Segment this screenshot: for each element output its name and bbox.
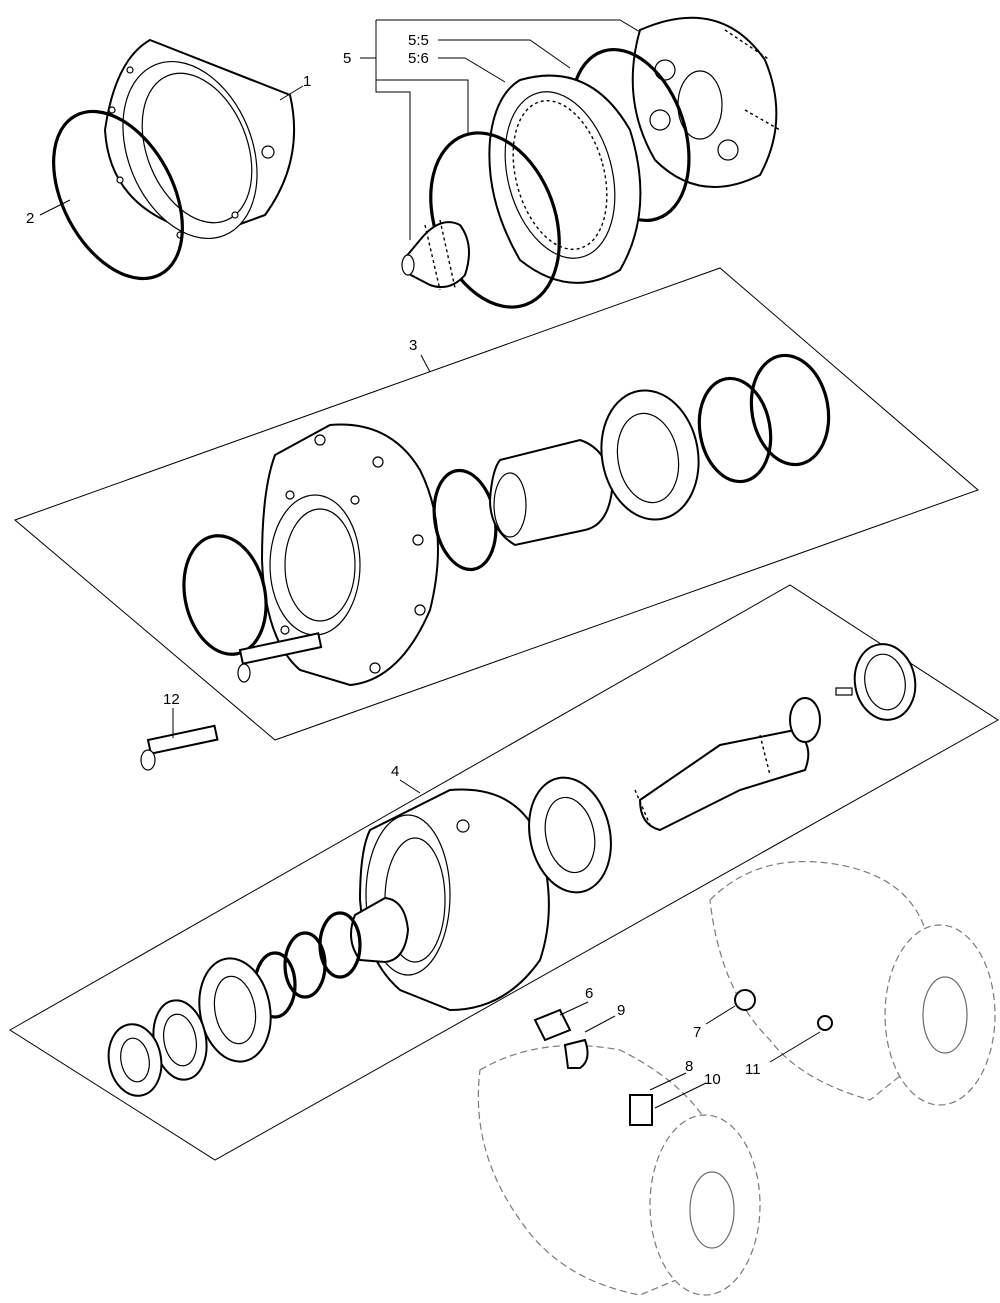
callout-10: 10: [704, 1071, 721, 1088]
callout-5-5: 5:5: [408, 32, 429, 49]
part-4-bearing-small: [198, 957, 272, 1063]
callout-3: 3: [409, 337, 417, 354]
callout-4: 4: [391, 763, 399, 780]
part-4-seal-cup: [350, 896, 410, 964]
part-9-elbow: [563, 1038, 589, 1069]
leader-lines: [39, 19, 821, 1109]
part-3-sleeve: [488, 438, 614, 547]
ghost-motor-assembly-lower: [477, 1044, 761, 1296]
callout-6: 6: [585, 985, 593, 1002]
part-4-bearing-large: [528, 776, 612, 894]
part-1-housing: [103, 38, 296, 240]
part-12-bolt: [140, 724, 219, 771]
part-4-rings-small: [253, 911, 362, 1019]
callout-9: 9: [617, 1002, 625, 1019]
part-4-shaft: [634, 728, 810, 832]
part-5-pinion-gear: [401, 219, 470, 291]
part-3-flange-housing: [260, 423, 439, 687]
part-4-seal: [152, 999, 208, 1081]
part-10-plug: [629, 1094, 653, 1126]
part-4-thrust-washer: [789, 697, 821, 743]
part-3-o-ring: [182, 534, 268, 656]
callout-5: 5: [343, 50, 351, 67]
callout-2: 2: [26, 210, 34, 227]
group-4-boundary: [9, 584, 999, 1161]
ghost-motor-assembly-right: [709, 860, 996, 1106]
callout-12: 12: [163, 691, 180, 708]
part-4-seal-end: [835, 643, 917, 721]
part-5-planetary-carrier: [631, 16, 781, 188]
callout-7: 7: [693, 1024, 701, 1041]
part-3-bearing: [600, 389, 700, 521]
part-7-plug: [734, 989, 756, 1011]
callout-5-6: 5:6: [408, 50, 429, 67]
callout-11: 11: [745, 1061, 761, 1078]
part-11-plug: [817, 1015, 833, 1031]
part-6-fitting: [533, 1008, 572, 1042]
part-4-nut: [107, 1023, 163, 1097]
part-5-ring-gear: [488, 74, 642, 284]
group-3-boundary: [14, 267, 979, 741]
callout-1: 1: [303, 73, 311, 90]
callout-8: 8: [685, 1058, 693, 1075]
part-3-retaining-rings: [697, 353, 831, 484]
part-4-hub-housing: [358, 788, 550, 1012]
part-2-o-ring: [52, 109, 184, 281]
callout-labels: 1 2 5:5 5 5:6 3 12 4 6 9 7 8 10 11: [26, 32, 761, 1088]
part-3-screw: [237, 632, 323, 683]
